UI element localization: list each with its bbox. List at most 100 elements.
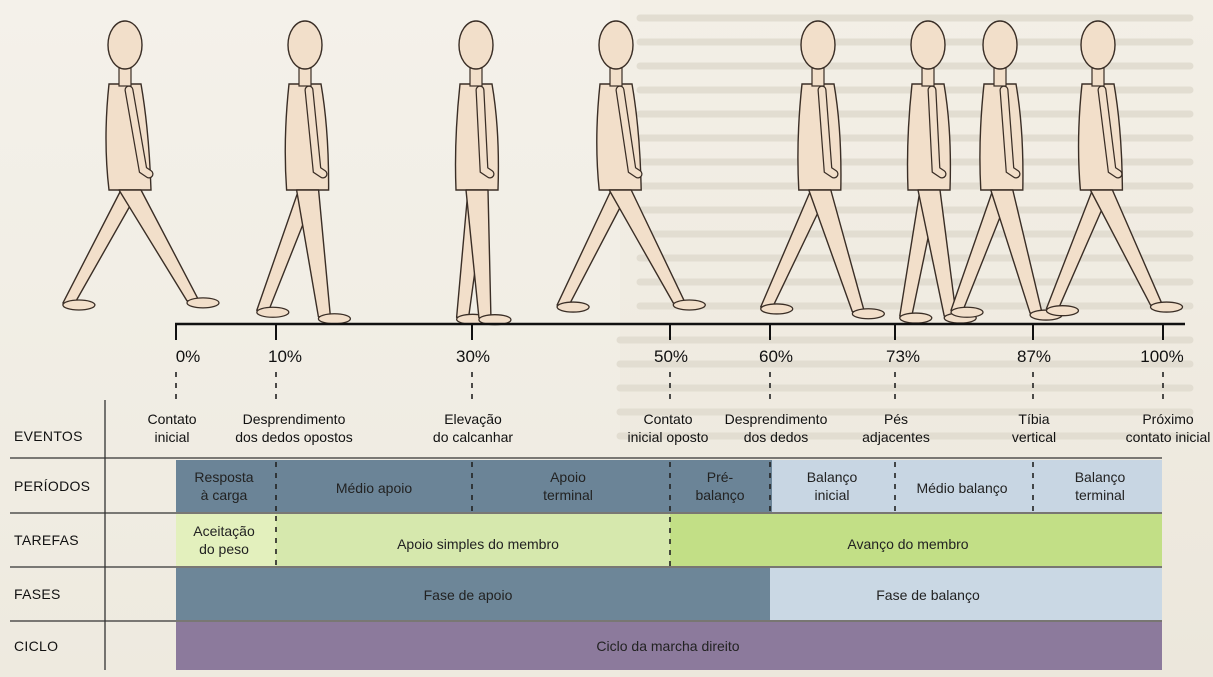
back-foot (950, 306, 984, 318)
walking-figure (899, 20, 977, 324)
front-leg (608, 189, 686, 304)
walking-figure (760, 20, 886, 320)
arm (125, 86, 153, 178)
walking-figure (950, 20, 1063, 321)
arm (1000, 86, 1020, 178)
neck (993, 67, 1007, 87)
back-leg (62, 189, 140, 304)
period-medio-apoio: Médio apoio (335, 480, 413, 496)
back-foot (899, 312, 933, 324)
cycle-band (176, 622, 1162, 670)
front-leg (990, 189, 1043, 314)
task-apoio-simples: Apoio simples do membro (397, 536, 559, 552)
phase-apoio-label: Fase de apoio (423, 587, 513, 603)
row-label-fases: FASES (14, 586, 61, 602)
head (982, 20, 1018, 70)
back-foot (760, 303, 794, 315)
walking-figure (256, 20, 352, 325)
arm (476, 86, 494, 178)
phase-swing-band (770, 568, 1162, 620)
row-separators (10, 400, 1162, 670)
head (287, 20, 323, 70)
arm (616, 86, 642, 178)
phase-balanco-label: Fase de balanço (876, 587, 980, 603)
phase-stance-band (176, 568, 770, 620)
front-foot (851, 308, 886, 320)
tasks-advance-band (670, 514, 1162, 566)
neck (118, 67, 132, 87)
head (1080, 20, 1116, 70)
back-foot (256, 306, 290, 318)
neck (811, 67, 825, 87)
neck (469, 67, 483, 87)
head (598, 20, 634, 70)
tasks-single-support-band (276, 514, 670, 566)
neck (298, 67, 312, 87)
row-label-periodos: PERÍODOS (14, 478, 91, 494)
arm (1098, 86, 1122, 178)
percent-label: 100% (1140, 347, 1184, 366)
timeline-ticks (175, 324, 1164, 340)
walking-figure (454, 20, 512, 326)
back-foot (1045, 305, 1080, 317)
head (800, 20, 836, 70)
periods-stance-band (176, 460, 772, 512)
task-avanco: Avanço do membro (847, 536, 969, 552)
event-dashed-lines (175, 372, 1164, 566)
percent-label: 0% (175, 347, 201, 366)
percent-label: 87% (1016, 347, 1052, 366)
percent-label: 10% (267, 347, 303, 366)
row-label-tarefas: TAREFAS (14, 532, 79, 548)
neck (609, 67, 623, 87)
front-leg (1089, 189, 1164, 306)
front-leg (118, 189, 200, 302)
walking-figure (1045, 20, 1184, 317)
walking-figure (556, 20, 706, 313)
arm (818, 86, 838, 178)
front-leg (808, 189, 866, 313)
neck (921, 67, 935, 87)
cycle-label: Ciclo da marcha direito (596, 638, 740, 654)
period-medio-balanco: Médio balanço (916, 480, 1008, 496)
phases-row (176, 568, 1162, 620)
percent-label: 50% (653, 347, 689, 366)
front-foot (672, 299, 706, 311)
neck (1091, 67, 1105, 87)
percent-label: 60% (758, 347, 794, 366)
front-foot (1149, 301, 1184, 313)
tasks-row (176, 514, 1162, 566)
row-label-eventos: EVENTOS (14, 428, 83, 444)
period-pre-balanco: Pré-balanço (695, 469, 745, 503)
back-foot (62, 299, 96, 311)
front-foot (317, 313, 352, 325)
back-foot (556, 301, 590, 313)
head (458, 20, 494, 70)
walking-figure (62, 20, 220, 311)
periods-swing-band (772, 460, 1162, 512)
row-label-ciclo: CICLO (14, 638, 59, 654)
walking-figures (62, 20, 1184, 326)
arm (305, 86, 327, 178)
percent-label: 73% (885, 347, 921, 366)
head (107, 20, 143, 70)
tasks-weight-band (176, 514, 276, 566)
front-leg (295, 189, 332, 318)
percent-label: 30% (455, 347, 491, 366)
head (910, 20, 946, 70)
periods-row (176, 460, 1162, 512)
front-foot (186, 297, 220, 309)
